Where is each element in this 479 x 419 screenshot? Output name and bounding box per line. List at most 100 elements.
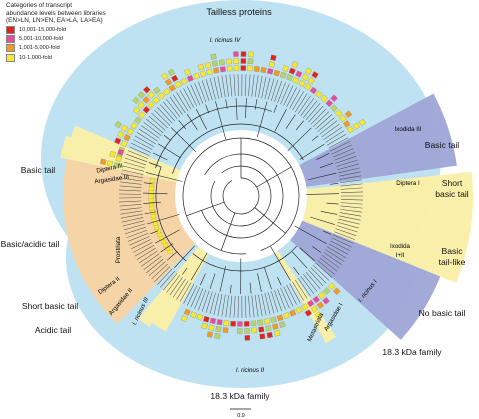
annotation-tailless-proteins: Tailless proteins [206,7,272,17]
expression-marker [327,282,336,291]
tree-branch [157,143,181,159]
leaf-label [151,263,168,280]
tree-branch [249,282,252,294]
tree-branch [293,267,300,276]
leaf-label [339,175,362,180]
expression-marker [295,70,303,78]
tree-branch [192,245,297,272]
leaf-label [121,217,144,223]
leaf-label [325,130,345,143]
leaf-label [244,74,247,97]
tree-branches [143,98,339,295]
expression-marker [219,66,226,73]
leaf-label [280,287,290,309]
leaf-label [338,167,360,174]
clade-label-diptera-i: Diptera I [396,180,420,187]
leaf-label [254,294,259,317]
leaf-label [303,274,318,292]
leaf-label [327,133,347,146]
leaf-label [325,249,345,262]
leaf-label [233,295,236,318]
expression-marker [109,150,116,158]
expression-marker [148,189,154,195]
leaf-label [297,277,311,297]
leaf-label [141,125,160,139]
expression-marker [152,96,160,104]
leaf-label [303,100,318,118]
tree-center [175,130,307,262]
leaf-label [323,127,342,140]
leaf-label [119,200,142,203]
tree-branch [229,285,232,294]
leaf-label [261,76,267,99]
leaf-label [274,290,283,312]
expression-marker [161,72,169,80]
leaf-label [143,122,162,136]
leaf-label [129,146,150,156]
leaf-label [319,257,338,272]
leaf-label [340,187,363,190]
leaf-label [229,74,233,97]
leaf-label [271,79,279,101]
tree-branch [264,267,272,290]
expression-marker [253,66,260,72]
tree-branch [178,120,186,130]
expression-marker [307,77,316,85]
expression-marker [123,134,131,142]
leaf-label [119,189,142,192]
legend-label: 10-1,000-fold [19,54,52,61]
leaf-label [217,294,223,316]
leaf-label [141,253,160,267]
leaf-label [122,165,145,172]
leaf-label [194,83,204,104]
leaf-label [300,276,315,295]
leaf-label [327,246,347,259]
expression-marker [272,323,279,330]
tree-branch [287,127,312,151]
leaf-label [340,205,363,209]
expression-marker [250,320,257,327]
expression-marker [134,116,142,125]
expression-marker [343,120,351,128]
leaf-label [186,86,198,107]
leaf-label [172,94,186,114]
leaf-label [221,294,226,317]
leaf-label [286,284,297,305]
tree-branch [147,214,180,225]
expression-marker [174,80,182,89]
expression-marker [168,84,176,92]
leaf-label [148,115,166,131]
leaf-label [300,97,315,116]
leaf-label [267,78,275,100]
tree-branch [295,120,305,131]
expression-marker [184,68,192,76]
expression-marker [148,193,154,199]
expression-marker [180,77,188,85]
tree-branch [143,192,168,195]
tree-branch [299,144,325,160]
expression-marker [295,306,303,314]
tree-branch [257,273,262,292]
annotation-short-basic-tail-line1: Short [442,178,463,188]
leaf-label [337,222,359,229]
expression-marker [132,106,141,115]
leaf-label [315,262,332,278]
expression-marker [298,79,306,87]
annotation-basic-tail-left: Basic tail [21,165,55,175]
expression-marker [266,68,274,75]
expression-marker [237,321,243,327]
leaf-label [190,287,201,308]
leaf-label [186,285,198,306]
leaf-label [289,283,301,303]
leaf-label [201,290,210,312]
expression-marker [120,140,128,148]
tree-branch [144,211,157,215]
expression-marker [209,317,217,325]
leaf-label [267,292,275,314]
legend-entry: 1,001-5,000-fold [6,44,166,53]
expression-marker [233,51,239,57]
leaf-label [251,295,255,318]
expression-marker [204,61,212,69]
leaf-label [119,204,142,207]
